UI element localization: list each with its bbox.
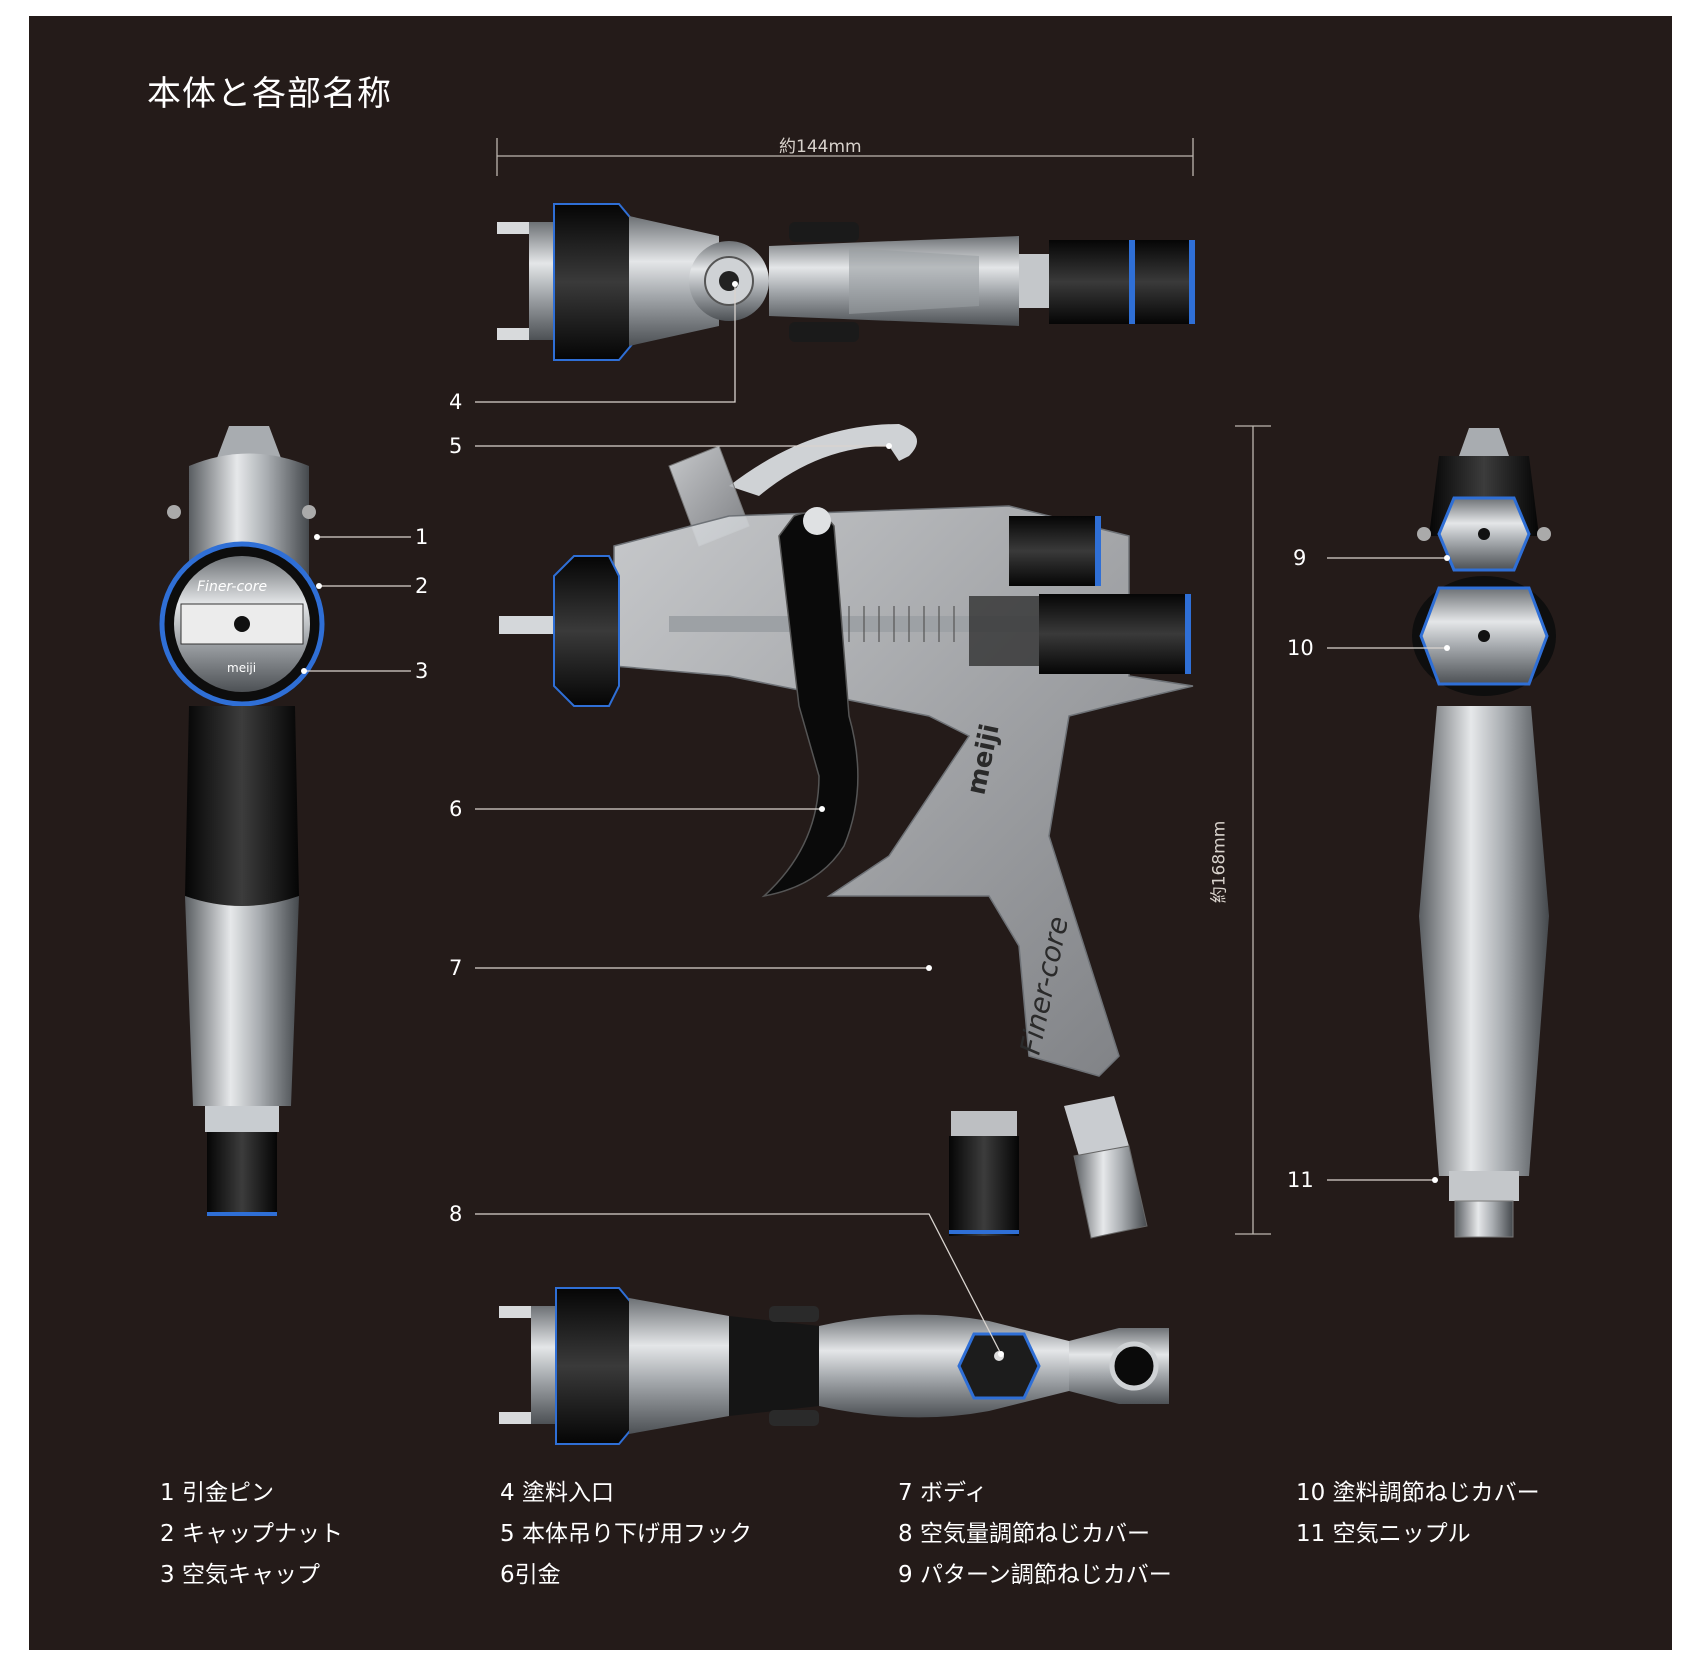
legend-item-paint-inlet: 4 塗料入口	[500, 1480, 614, 1506]
legend-item-cap-nut: 2 キャップナット	[160, 1521, 343, 1547]
legend-column-1: 1 引金ピン 2 キャップナット 3 空気キャップ	[160, 1480, 343, 1589]
spray-gun-front-view-icon: Finer-core meiji	[159, 426, 325, 1216]
leader-dots	[301, 281, 1450, 1357]
callout-9: 9	[1293, 546, 1307, 570]
legend-item-hanging-hook: 5 本体吊り下げ用フック	[500, 1521, 752, 1547]
legend-item-trigger: 6引金	[500, 1562, 561, 1588]
spray-gun-top-view-icon	[497, 203, 1195, 361]
legend-item-air-adjust-cover: 8 空気量調節ねじカバー	[898, 1521, 1150, 1547]
callout-2: 2	[415, 574, 429, 598]
spray-gun-rear-view-icon	[1412, 428, 1556, 1238]
legend-column-3: 7 ボディ 8 空気量調節ねじカバー 9 パターン調節ねじカバー	[898, 1480, 1172, 1589]
height-dimension-label: 約168mm	[1209, 820, 1230, 904]
legend-column-4: 10 塗料調節ねじカバー 11 空気ニップル	[1296, 1480, 1540, 1548]
legend-item-pattern-adjust-cover: 9 パターン調節ねじカバー	[898, 1562, 1172, 1588]
callout-11: 11	[1287, 1168, 1314, 1192]
legend-item-air-nipple: 11 空気ニップル	[1296, 1521, 1471, 1547]
callout-8: 8	[449, 1202, 463, 1226]
diagram-panel: Finer-core meiji	[29, 16, 1672, 1650]
width-dimension-label: 約144mm	[779, 137, 862, 157]
leader-lines	[304, 284, 1447, 1355]
spray-gun-bottom-view-icon	[499, 1287, 1169, 1445]
callout-5: 5	[449, 434, 463, 458]
legend-item-fluid-adjust-cover: 10 塗料調節ねじカバー	[1296, 1480, 1540, 1506]
dimension-lines	[496, 138, 1271, 1235]
callout-10: 10	[1287, 636, 1314, 660]
svg-text:meiji: meiji	[227, 661, 256, 675]
legend-item-body: 7 ボディ	[898, 1480, 988, 1506]
callout-7: 7	[449, 956, 463, 980]
spray-gun-side-view-icon: meiji Finer-core	[499, 424, 1194, 1239]
legend-item-trigger-pin: 1 引金ピン	[160, 1480, 274, 1506]
callout-4: 4	[449, 390, 463, 414]
legend-item-air-cap: 3 空気キャップ	[160, 1562, 320, 1588]
callout-1: 1	[415, 525, 429, 549]
callout-6: 6	[449, 797, 463, 821]
diagram-illustration: Finer-core meiji	[159, 138, 1556, 1445]
callout-3: 3	[415, 659, 429, 683]
svg-text:Finer-core: Finer-core	[197, 579, 267, 595]
legend-column-2: 4 塗料入口 5 本体吊り下げ用フック 6引金	[500, 1480, 752, 1589]
page-title: 本体と各部名称	[147, 74, 392, 114]
